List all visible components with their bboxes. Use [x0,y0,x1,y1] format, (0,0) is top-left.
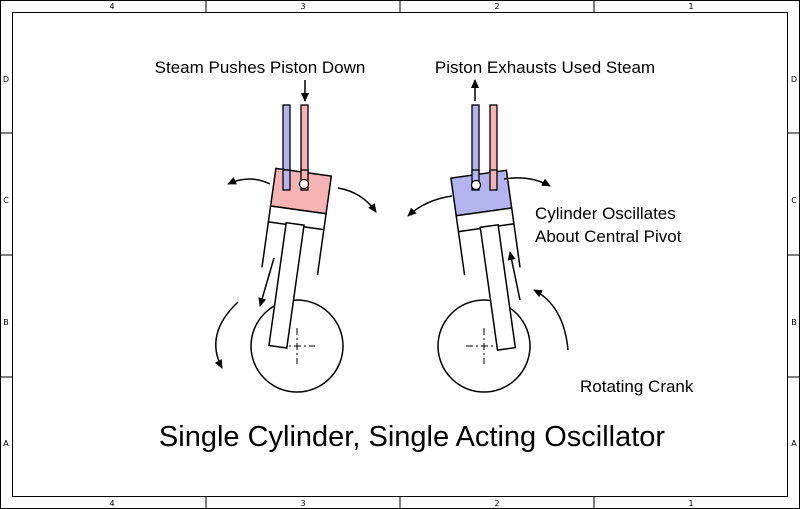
piston-up-arrow-icon [507,251,521,301]
piston-rod-left [268,221,305,349]
frame-col-label-bottom: 1 [688,499,693,508]
rotation-arrow-icon [503,177,551,187]
frame-col-label-bottom: 3 [300,499,305,508]
frame-col-label-top: 4 [109,2,114,11]
frame-row-label-right: C [791,196,797,205]
exhaust-label: Piston Exhausts Used Steam [435,58,655,77]
page-title: Single Cylinder, Single Acting Oscillato… [159,421,665,453]
crank-label: Rotating Crank [580,377,694,396]
frame-row-label-left: D [3,75,9,84]
frame-row-label-right: A [791,439,797,448]
left-engine [214,80,377,393]
rotation-arrow-icon [227,177,271,185]
frame-col-label-bottom: 4 [109,499,114,508]
steam-in-label: Steam Pushes Piston Down [155,58,366,77]
exhaust-port-right [470,179,482,191]
rotation-arrow-icon [407,195,453,217]
crank-rotation-arrow-icon [533,289,569,351]
piston-down-arrow-icon [258,257,275,307]
frame-row-label-left: A [3,439,9,448]
oscillation-label-line2: About Central Pivot [535,227,682,246]
right-engine [407,79,569,393]
frame-row-label-left: C [3,196,9,205]
frame-row-label-left: B [3,318,9,327]
frame-col-label-top: 3 [300,2,305,11]
piston-rod-right [479,223,517,351]
frame-col-label-top: 1 [688,2,693,11]
oscillation-label-line1: Cylinder Oscillates [535,204,676,223]
frame-row-label-right: D [791,75,797,84]
frame-col-label-top: 2 [494,2,499,11]
crank-rotation-arrow-icon [214,301,239,369]
frame-row-label-right: B [791,318,797,327]
frame-col-label-bottom: 2 [494,499,499,508]
rotation-arrow-icon [337,187,377,213]
